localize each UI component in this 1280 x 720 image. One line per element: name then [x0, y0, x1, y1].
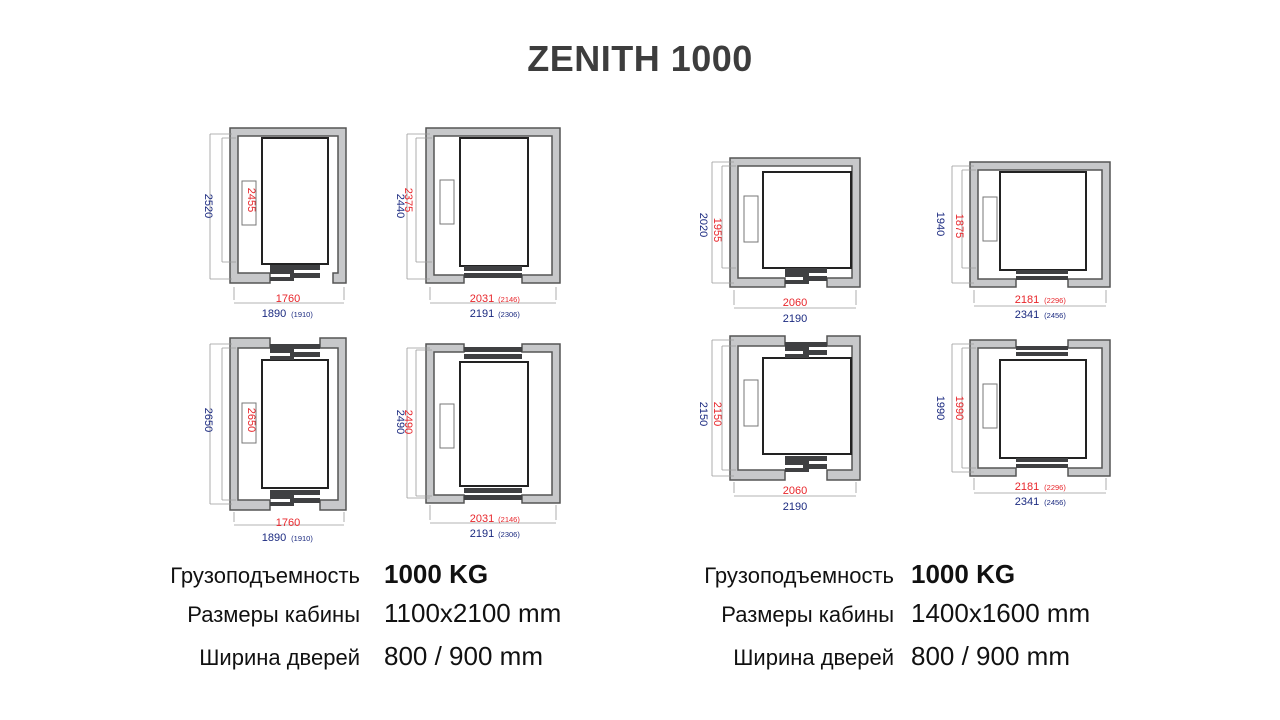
door-width-value: 800 / 900 mm [384, 641, 543, 671]
p6-outer-width: 2341 [1015, 309, 1039, 321]
p8-inner-width-alt: (2296) [1044, 483, 1066, 492]
door-width-value: 800 / 900 mm [911, 641, 1070, 671]
shaft-plan-3: 2650 2650 1760 1890 (1910) [202, 337, 347, 544]
p2-outer-width: 2191 [470, 308, 494, 320]
p4-outer-depth: 2490 [394, 410, 406, 434]
p5-outer-width: 2190 [783, 313, 807, 325]
p8-outer-width: 2341 [1015, 496, 1039, 508]
p2-inner-width-alt: (2146) [498, 295, 520, 304]
p1-outer-width-alt: (1910) [291, 310, 313, 319]
p4-inner-width-alt: (2146) [498, 515, 520, 524]
p4-inner-width: 2031 [470, 513, 494, 525]
p6-outer-depth: 1940 [934, 212, 946, 236]
p7-outer-depth: 2150 [697, 402, 709, 426]
shaft-plan-4: 2490 2490 2031 (2146) 2191 (2306) [394, 343, 561, 540]
p3-outer-width-alt: (1910) [291, 534, 313, 543]
shaft-plan-6: 1875 1940 2181 (2296) 2341 (2456) [934, 161, 1111, 321]
p6-outer-width-alt: (2456) [1044, 311, 1066, 320]
p8-outer-depth: 1990 [934, 396, 946, 420]
p8-inner-depth: 1990 [953, 396, 965, 420]
p6-inner-width: 2181 [1015, 294, 1039, 306]
shaft-plan-2: 2375 2440 2031 (2146) 2191 (2306) [394, 127, 561, 320]
capacity-label: Грузоподъемность [170, 563, 360, 588]
p7-outer-width: 2190 [783, 501, 807, 513]
p1-outer-depth: 2520 [202, 194, 214, 218]
p5-inner-width: 2060 [783, 297, 807, 309]
p1-inner-width: 1760 [276, 293, 300, 305]
door-width-label: Ширина дверей [199, 645, 360, 670]
p5-inner-depth: 1955 [711, 218, 723, 242]
p3-outer-width: 1890 [262, 532, 286, 544]
p6-inner-width-alt: (2296) [1044, 296, 1066, 305]
p8-inner-width: 2181 [1015, 481, 1039, 493]
p3-inner-width: 1760 [276, 517, 300, 529]
shaft-plan-5: 1955 2020 2060 2190 [697, 157, 861, 325]
p8-outer-width-alt: (2456) [1044, 498, 1066, 507]
p3-inner-depth: 2650 [245, 408, 257, 432]
p1-outer-width: 1890 [262, 308, 286, 320]
shaft-plan-1: 2455 2520 1760 1890 (1910) [202, 127, 347, 320]
p2-outer-width-alt: (2306) [498, 310, 520, 319]
capacity-value: 1000 KG [911, 559, 1016, 589]
p1-inner-depth: 2455 [245, 188, 257, 212]
p2-outer-depth: 2440 [394, 194, 406, 218]
p3-outer-depth: 2650 [202, 408, 214, 432]
cabin-size-label: Размеры кабины [187, 602, 360, 627]
capacity-label: Грузоподъемность [704, 563, 894, 588]
door-width-label: Ширина дверей [733, 645, 894, 670]
p5-outer-depth: 2020 [697, 213, 709, 237]
p4-outer-width-alt: (2306) [498, 530, 520, 539]
cabin-size-value: 1100x2100 mm [384, 598, 562, 628]
p2-inner-width: 2031 [470, 293, 494, 305]
cabin-size-value: 1400x1600 mm [911, 598, 1091, 628]
page-title: ZENITH 1000 [527, 38, 753, 79]
p2-inner-depth: 2375 [402, 188, 414, 212]
p6-inner-depth: 1875 [953, 214, 965, 238]
p7-inner-width: 2060 [783, 485, 807, 497]
capacity-value: 1000 KG [384, 559, 489, 589]
p4-inner-depth: 2490 [402, 410, 414, 434]
p7-inner-depth: 2150 [711, 402, 723, 426]
shaft-plan-8: 1990 1990 2181 (2296) 2341 (2456) [934, 339, 1111, 508]
cabin-size-label: Размеры кабины [721, 602, 894, 627]
p4-outer-width: 2191 [470, 528, 494, 540]
shaft-plan-7: 2150 2150 2060 2190 [697, 335, 861, 513]
